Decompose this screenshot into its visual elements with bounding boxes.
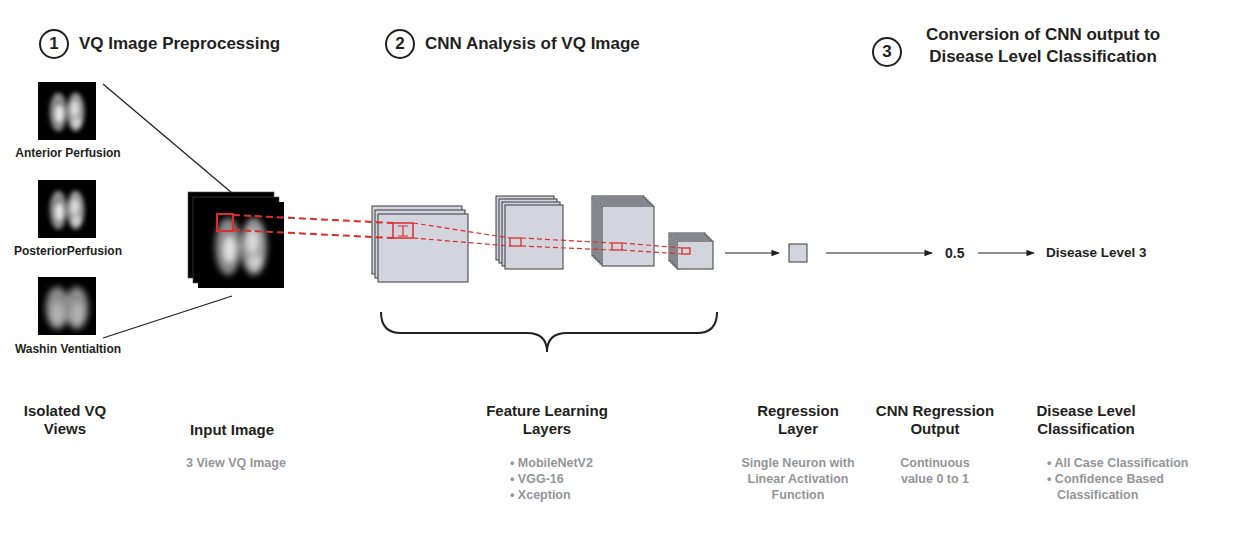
step-circle: 2 CNN Analysis of VQ Image bbox=[385, 29, 640, 59]
stage-label: Disease Level Classification bbox=[1021, 402, 1151, 438]
step-title: CNN Analysis of VQ Image bbox=[425, 33, 640, 55]
stage-note: Single Neuron with Linear Activation Fun… bbox=[732, 455, 864, 503]
bullet-item: • Confidence Based Classification bbox=[1047, 471, 1185, 503]
step-circle: 3Conversion of CNN output to Disease Lev… bbox=[872, 37, 1188, 68]
step-title: Conversion of CNN output to Disease Leve… bbox=[898, 24, 1188, 68]
output-class: Disease Level 3 bbox=[1046, 245, 1147, 261]
bullet-item: • All Case Classification bbox=[1047, 455, 1188, 471]
step-title: VQ Image Preprocessing bbox=[79, 33, 280, 55]
step-number: 1 bbox=[39, 29, 69, 59]
stage-label: Input Image bbox=[172, 421, 292, 439]
bullet-item: • VGG-16 bbox=[510, 471, 564, 487]
view-label: PosteriorPerfusion bbox=[3, 243, 133, 259]
stage-label: Feature Learning Layers bbox=[472, 402, 622, 438]
view-label: Anterior Perfusion bbox=[3, 145, 133, 161]
bullet-item: • Xception bbox=[510, 487, 571, 503]
stage-label: CNN Regression Output bbox=[869, 402, 1001, 438]
stage-note: 3 View VQ Image bbox=[166, 455, 306, 471]
step-circle: 1 VQ Image Preprocessing bbox=[39, 29, 281, 59]
stage-label: Isolated VQ Views bbox=[10, 402, 120, 438]
stage-label: Regression Layer bbox=[748, 402, 848, 438]
view-label: Washin Ventialtion bbox=[3, 341, 133, 357]
step-number: 3 bbox=[872, 37, 902, 67]
output-value: 0.5 bbox=[945, 245, 964, 261]
step-number: 2 bbox=[385, 29, 415, 59]
bullet-item: • MobileNetV2 bbox=[510, 455, 593, 471]
stage-note: Continuous value 0 to 1 bbox=[887, 455, 983, 487]
